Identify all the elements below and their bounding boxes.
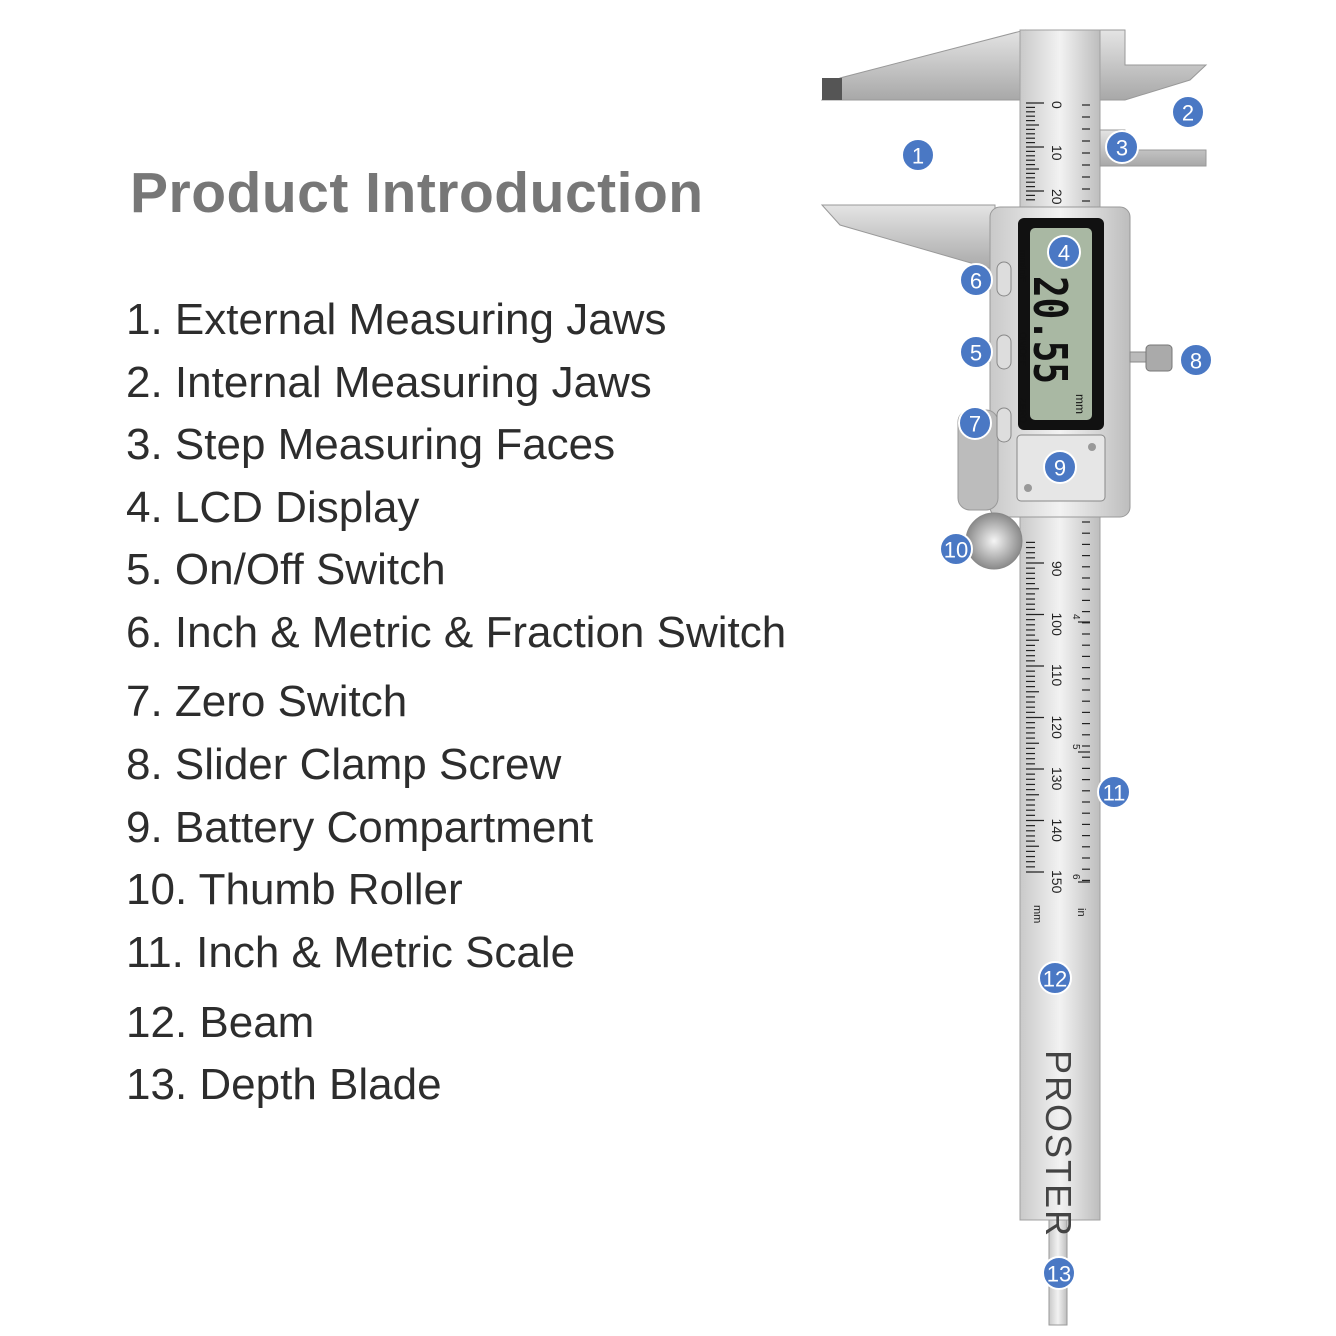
- fixed-external-jaw: [820, 29, 1026, 101]
- slider-clamp-screw[interactable]: [1145, 344, 1173, 372]
- lcd-reading: 20.55: [1023, 276, 1077, 384]
- mm-scale-label: 120: [1049, 716, 1065, 740]
- mm-scale-label: 110: [1049, 664, 1065, 687]
- svg-text:2: 2: [1182, 101, 1194, 126]
- list-item: 6. Inch & Metric & Fraction Switch: [126, 608, 787, 657]
- svg-text:10: 10: [944, 538, 968, 563]
- scale-ticks: 0 10 20 90 100 110 120 130 140 150 4 5 6: [1026, 101, 1090, 894]
- zero-button[interactable]: [996, 407, 1012, 443]
- callout-marker-1: 1: [901, 138, 935, 172]
- mm-scale-label: 90: [1049, 561, 1065, 577]
- list-item: 2. Internal Measuring Jaws: [126, 358, 652, 407]
- zero-button-label: ZERO: [1018, 398, 1028, 423]
- callout-marker-5: 5: [959, 335, 993, 369]
- list-item: 9. Battery Compartment: [126, 803, 594, 852]
- callout-marker-7: 7: [958, 406, 992, 440]
- svg-text:13: 13: [1047, 1262, 1071, 1287]
- power-button-label: ON/OFF: [1018, 332, 1028, 366]
- list-item: 10. Thumb Roller: [126, 865, 463, 914]
- list-item: 4. LCD Display: [126, 483, 420, 532]
- sliding-external-jaw: [820, 204, 996, 271]
- callout-marker-4: 4: [1047, 235, 1081, 269]
- mm-scale-label: 10: [1049, 145, 1065, 161]
- page-title: Product Introduction: [130, 161, 704, 225]
- list-item: 7. Zero Switch: [126, 677, 408, 726]
- list-item: 11. Inch & Metric Scale: [126, 928, 576, 977]
- callout-marker-11: 11: [1097, 775, 1131, 809]
- svg-text:3: 3: [1116, 136, 1128, 161]
- callout-marker-2: 2: [1171, 95, 1205, 129]
- callout-marker-3: 3: [1105, 130, 1139, 164]
- list-item: 1. External Measuring Jaws: [126, 295, 667, 344]
- lcd-display: [1030, 228, 1092, 420]
- inch-scale-label: 5: [1070, 744, 1081, 750]
- inch-scale-label: 6: [1070, 874, 1081, 880]
- lcd-unit: mm: [1073, 394, 1087, 414]
- callout-marker-10: 10: [939, 532, 973, 566]
- svg-text:9: 9: [1054, 456, 1066, 481]
- list-item: 12. Beam: [126, 998, 315, 1047]
- svg-text:5: 5: [970, 341, 982, 366]
- svg-text:7: 7: [969, 412, 981, 437]
- svg-text:8: 8: [1190, 349, 1202, 374]
- fixed-internal-jaw: [1094, 29, 1208, 101]
- mm-scale-label: 100: [1049, 613, 1065, 637]
- mm-scale-label: 150: [1049, 870, 1065, 894]
- inch-unit-label: in: [1075, 908, 1087, 917]
- callout-marker-12: 12: [1038, 961, 1072, 995]
- svg-text:11: 11: [1103, 781, 1126, 806]
- mm-scale-label: 130: [1049, 767, 1065, 791]
- mm-scale-label: 20: [1049, 189, 1065, 205]
- svg-text:4: 4: [1058, 241, 1070, 266]
- mm-scale-label: 0: [1049, 101, 1065, 109]
- power-button[interactable]: [996, 334, 1012, 370]
- mode-button-label: mm/in/F: [1018, 250, 1028, 283]
- svg-text:1: 1: [912, 144, 924, 169]
- callout-marker-6: 6: [959, 263, 993, 297]
- callout-marker-9: 9: [1043, 450, 1077, 484]
- svg-text:12: 12: [1043, 967, 1067, 992]
- thumb-roller[interactable]: [965, 512, 1023, 570]
- callout-marker-8: 8: [1179, 343, 1213, 377]
- brand-logo: PROSTER: [1038, 1050, 1079, 1238]
- list-item: 8. Slider Clamp Screw: [126, 740, 562, 789]
- mode-button[interactable]: [996, 261, 1012, 297]
- mm-unit-label: mm: [1031, 905, 1043, 923]
- mm-scale-label: 140: [1049, 819, 1065, 843]
- inch-scale-label: 4: [1070, 614, 1081, 620]
- list-item: 5. On/Off Switch: [126, 545, 446, 594]
- svg-text:6: 6: [970, 269, 982, 294]
- list-item: 13. Depth Blade: [126, 1060, 442, 1109]
- list-item: 3. Step Measuring Faces: [126, 420, 616, 469]
- callout-marker-13: 13: [1042, 1256, 1076, 1290]
